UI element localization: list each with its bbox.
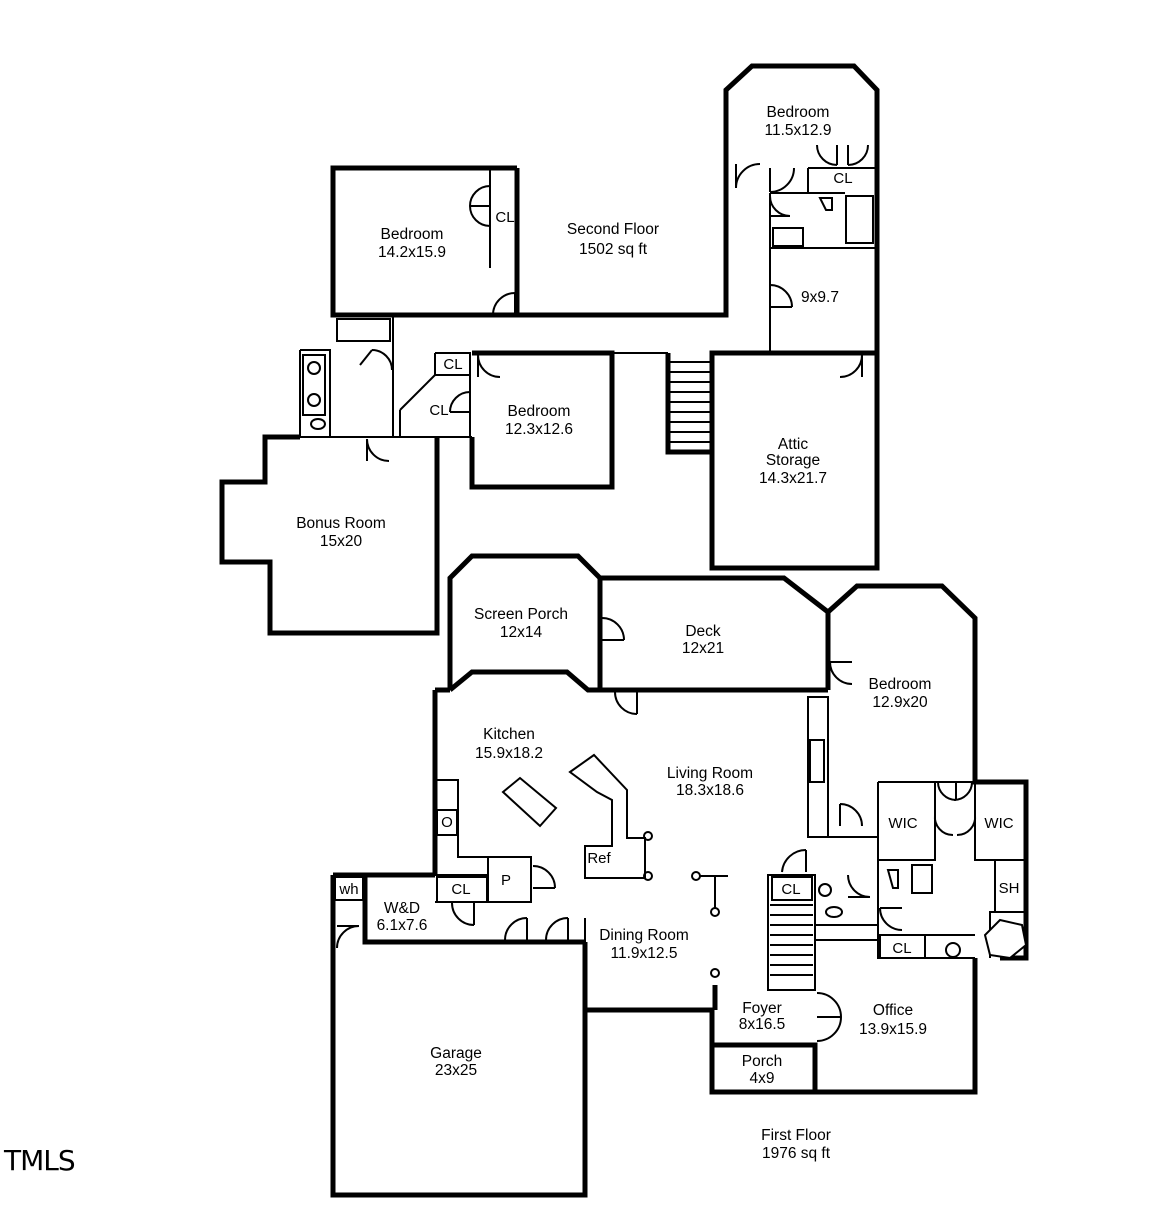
closet-label: CL (833, 170, 852, 187)
porch-dims: 4x9 (750, 1070, 775, 1087)
garage-name: Garage (430, 1045, 482, 1062)
attic-dims: 14.3x21.7 (759, 470, 827, 487)
walk-in-closet-label: WIC (984, 815, 1013, 832)
closet-label: CL (781, 881, 800, 898)
office-dims: 13.9x15.9 (859, 1021, 927, 1038)
deck-dims: 12x21 (682, 640, 724, 657)
water-heater-label: wh (338, 881, 358, 898)
first-floor-doors (334, 617, 977, 1042)
bedroom-first-dims: 12.9x20 (872, 694, 928, 711)
office-name: Office (873, 1002, 913, 1019)
deck-name: Deck (685, 623, 721, 640)
bedroom-first-name: Bedroom (869, 676, 932, 693)
oven-label: O (441, 814, 453, 831)
living-room-name: Living Room (667, 765, 753, 782)
porch-name: Porch (742, 1053, 783, 1070)
dining-room-name: Dining Room (599, 927, 689, 944)
living-room-dims: 18.3x18.6 (676, 782, 744, 799)
kitchen-dims: 15.9x18.2 (475, 745, 543, 762)
foyer-dims: 8x16.5 (739, 1016, 786, 1033)
screen-porch-name: Screen Porch (474, 606, 568, 623)
first-floor-walls (330, 553, 1029, 1198)
second-floor-labels: Bedroom 11.5x12.9 CL Bedroom 14.2x15.9 C… (296, 104, 852, 550)
closet-label: CL (495, 209, 514, 226)
bedroom-upper-left-dims: 14.2x15.9 (378, 244, 446, 261)
second-floor-area: 1502 sq ft (579, 241, 648, 258)
bedroom-top-right-dims: 11.5x12.9 (765, 122, 832, 139)
wd-name: W&D (384, 900, 420, 917)
closet-label: CL (443, 356, 462, 373)
bedroom-upper-left-name: Bedroom (381, 226, 444, 243)
bonus-room-dims: 15x20 (320, 533, 363, 550)
pantry-label: P (501, 872, 511, 889)
second-floor-name: Second Floor (567, 221, 659, 238)
watermark: TMLS (3, 1144, 75, 1177)
attic-name-line2: Storage (766, 452, 820, 469)
bedroom-middle-name: Bedroom (508, 403, 571, 420)
kitchen-name: Kitchen (483, 726, 535, 743)
second-floor-doors (359, 144, 869, 462)
closet-label: CL (892, 940, 911, 957)
dining-room-dims: 11.9x12.5 (611, 945, 678, 962)
bedroom-middle-dims: 12.3x12.6 (505, 421, 573, 438)
foyer-name: Foyer (742, 1000, 782, 1017)
second-floor-walls (219, 63, 880, 636)
attic-name-line1: Attic (778, 436, 808, 453)
first-floor-area: 1976 sq ft (762, 1145, 831, 1162)
small-room-dims: 9x9.7 (801, 289, 839, 306)
closet-label: CL (429, 402, 448, 419)
first-floor-name: First Floor (761, 1127, 831, 1144)
screen-porch-dims: 12x14 (500, 624, 543, 641)
shower-label: SH (999, 880, 1020, 897)
bonus-room-name: Bonus Room (296, 515, 386, 532)
wd-dims: 6.1x7.6 (377, 917, 428, 934)
first-floor-labels: Screen Porch 12x14 Deck 12x21 Bedroom 12… (338, 606, 1019, 1162)
walk-in-closet-label: WIC (888, 815, 917, 832)
closet-label: CL (451, 881, 470, 898)
garage-dims: 23x25 (435, 1062, 477, 1079)
refrigerator-label: Ref (587, 850, 611, 867)
bedroom-top-right-name: Bedroom (767, 104, 830, 121)
